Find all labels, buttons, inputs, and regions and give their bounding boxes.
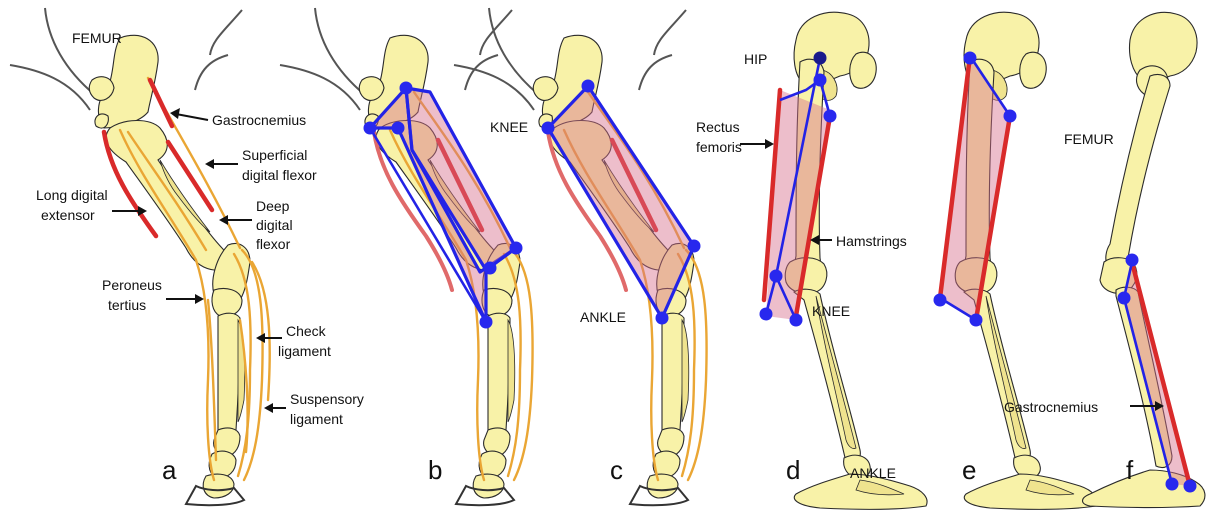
label-knee-d: KNEE	[812, 303, 850, 319]
label-deep-3: flexor	[256, 236, 291, 252]
label-knee: KNEE	[490, 119, 528, 135]
label-check-1: Check	[286, 323, 327, 339]
panel-a: FEMUR Gastrocnemius Superficial digital …	[10, 8, 364, 505]
label-long-digital-1: Long digital	[36, 187, 108, 203]
label-ankle: ANKLE	[580, 309, 626, 325]
arrow-gastrocnemius	[170, 108, 208, 120]
arrow-peroneus	[166, 294, 204, 304]
panel-letter-e: e	[962, 455, 976, 485]
panel-letter-c: c	[610, 455, 623, 485]
label-femur-f: FEMUR	[1064, 131, 1114, 147]
label-rectus-2: femoris	[696, 139, 742, 155]
hip-node	[814, 52, 827, 65]
label-hip: HIP	[744, 51, 767, 67]
label-deep-2: digital	[256, 217, 293, 233]
arrow-suspensory	[264, 403, 286, 413]
panel-d: HIP Rectus femoris Hamstrings KNEE ANKLE…	[696, 12, 927, 509]
panel-letter-a: a	[162, 455, 177, 485]
label-peroneus-1: Peroneus	[102, 277, 162, 293]
label-deep-1: Deep	[256, 198, 290, 214]
label-gastrocnemius-f: Gastrocnemius	[1004, 399, 1098, 415]
panel-letter-f: f	[1126, 455, 1134, 485]
label-hamstrings: Hamstrings	[836, 233, 907, 249]
label-ankle-d: ANKLE	[850, 465, 896, 481]
panel-letter-d: d	[786, 455, 800, 485]
label-check-2: ligament	[278, 343, 331, 359]
label-peroneus-2: tertius	[108, 297, 146, 313]
arrow-superficial	[205, 159, 238, 169]
label-suspensory-2: ligament	[290, 411, 343, 427]
label-superficial-1: Superficial	[242, 147, 307, 163]
label-gastrocnemius: Gastrocnemius	[212, 112, 306, 128]
gastrocnemius-muscle	[150, 80, 172, 126]
label-suspensory-1: Suspensory	[290, 391, 364, 407]
label-rectus-1: Rectus	[696, 119, 740, 135]
panel-letter-b: b	[428, 455, 442, 485]
label-superficial-2: digital flexor	[242, 167, 317, 183]
arrow-rectus	[740, 139, 774, 149]
muscle-model-polygon-c	[548, 86, 694, 318]
label-femur: FEMUR	[72, 30, 122, 46]
panel-b: b	[280, 8, 533, 505]
panel-e: e	[934, 12, 1098, 509]
label-long-digital-2: extensor	[41, 207, 95, 223]
